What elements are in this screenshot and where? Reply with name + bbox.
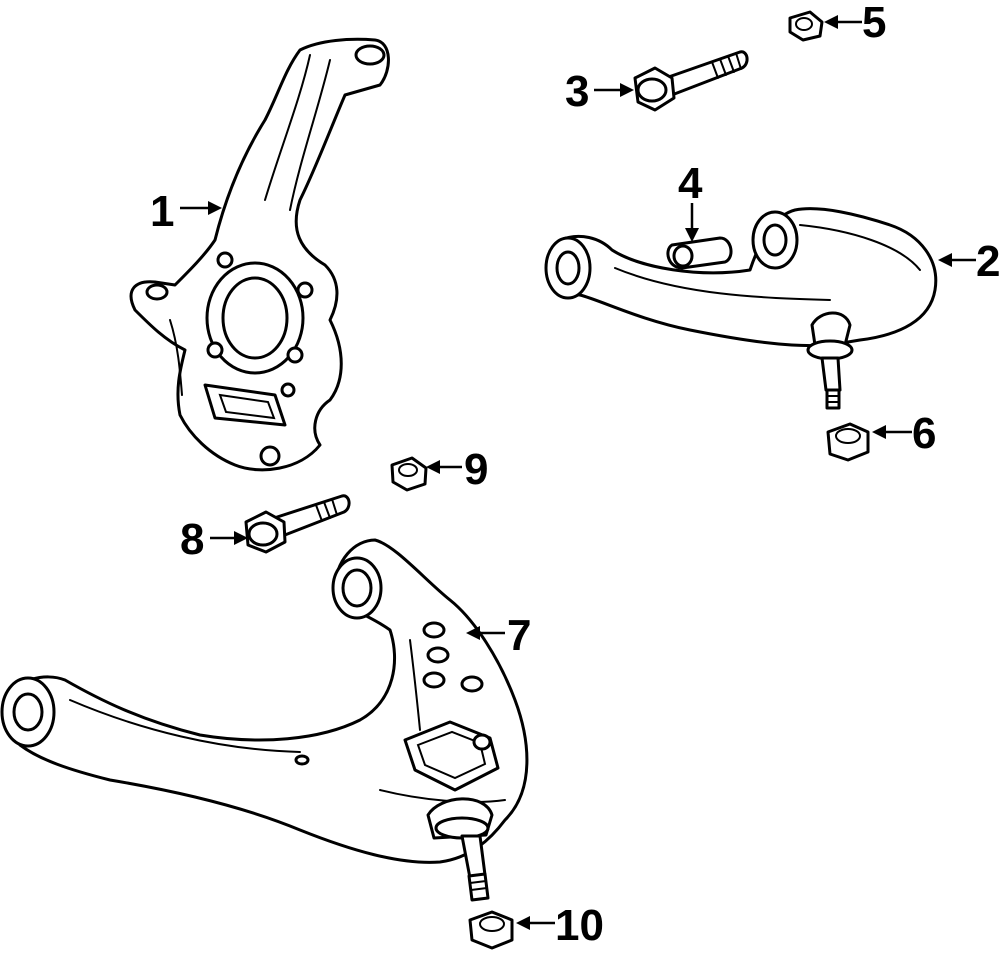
callout-5: 5 xyxy=(862,0,886,47)
callout-3: 3 xyxy=(565,67,589,116)
nut-part-9[interactable] xyxy=(390,456,428,492)
callout-7: 7 xyxy=(507,611,531,660)
leader-lines xyxy=(180,15,976,930)
shim-part-4[interactable] xyxy=(666,236,733,270)
bolt-part-8[interactable] xyxy=(244,494,351,554)
callout-labels: 1 2 3 4 5 6 7 8 9 10 xyxy=(150,0,1000,950)
callout-1: 1 xyxy=(150,187,174,236)
nut-part-5[interactable] xyxy=(788,10,824,42)
lower-control-arm[interactable] xyxy=(0,538,529,902)
steering-knuckle[interactable] xyxy=(129,37,390,472)
callout-10: 10 xyxy=(555,901,604,950)
bolt-part-3[interactable] xyxy=(633,50,749,112)
callout-9: 9 xyxy=(464,445,488,494)
callout-4: 4 xyxy=(678,159,703,208)
upper-control-arm[interactable] xyxy=(544,207,938,410)
callout-8: 8 xyxy=(180,515,204,564)
nut-part-6[interactable] xyxy=(826,422,870,462)
callout-6: 6 xyxy=(912,409,936,458)
callout-2: 2 xyxy=(976,237,1000,286)
nut-part-10[interactable] xyxy=(468,910,514,950)
